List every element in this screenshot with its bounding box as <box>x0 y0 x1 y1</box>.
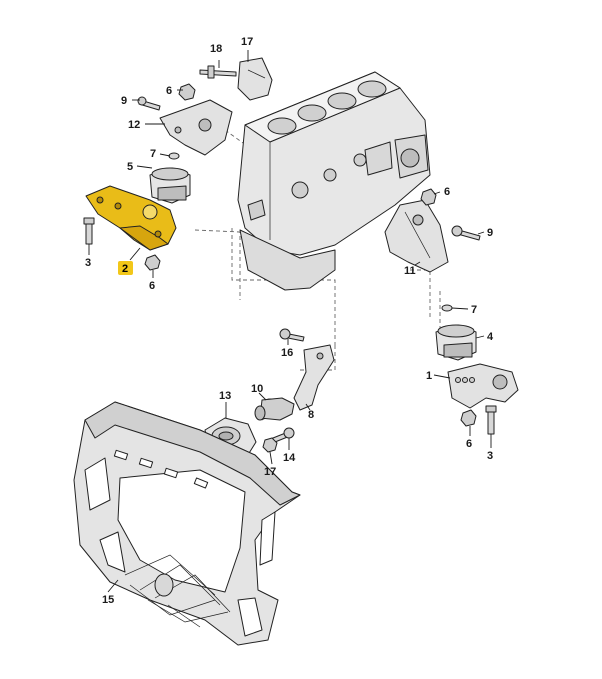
nut-17-bottom <box>262 437 278 453</box>
bracket-17-top <box>237 57 273 101</box>
callout-9-left: 9 <box>121 95 127 107</box>
callout-17-bottom: 17 <box>264 466 276 478</box>
engine-support-2-highlighted <box>85 185 177 251</box>
callout-6-top-left: 6 <box>166 85 172 97</box>
callout-6-bottom-left: 6 <box>149 280 155 292</box>
callout-7-left: 7 <box>150 148 156 160</box>
bracket-8 <box>293 344 335 411</box>
bracket-11 <box>384 199 449 273</box>
bracket-12 <box>159 99 233 156</box>
callout-16: 16 <box>281 347 293 359</box>
bolt-9-right <box>451 225 481 241</box>
callout-12: 12 <box>128 119 140 131</box>
leader-lines <box>88 50 492 593</box>
callout-2-highlight-bg <box>118 261 133 275</box>
engine-mount-4 <box>435 324 477 361</box>
callout-10: 10 <box>251 383 263 395</box>
callout-labels: 18 17 6 9 12 7 5 3 2 6 6 9 11 7 4 1 6 3 … <box>85 36 494 606</box>
bracket-1 <box>447 363 519 409</box>
callout-5: 5 <box>127 161 133 173</box>
callout-7-right: 7 <box>471 304 477 316</box>
engine-block <box>237 71 431 291</box>
washer-7-right <box>441 304 453 312</box>
callout-14: 14 <box>283 452 296 464</box>
callout-13: 13 <box>219 390 231 402</box>
bushing-10 <box>254 397 295 421</box>
engine-mount-5 <box>149 167 191 204</box>
washer-7-left <box>168 152 180 160</box>
nut-6-right <box>420 188 437 206</box>
callout-1: 1 <box>426 370 432 382</box>
callout-6-bottom-right: 6 <box>466 438 472 450</box>
callout-8: 8 <box>308 409 314 421</box>
front-carrier-15 <box>73 401 301 646</box>
nut-6-bottom-left <box>144 254 161 271</box>
nut-6-top-left <box>178 83 196 101</box>
callout-15: 15 <box>102 594 114 606</box>
nut-6-bottom-right <box>460 409 477 427</box>
bolt-3-left <box>83 217 95 245</box>
bolt-9-left <box>137 96 161 111</box>
bolt-18 <box>199 65 237 79</box>
callout-4: 4 <box>487 331 494 343</box>
callout-11: 11 <box>404 265 416 277</box>
bolt-3-right <box>485 405 497 435</box>
callout-9-right: 9 <box>487 227 493 239</box>
bolt-16 <box>279 328 305 342</box>
callout-17-top: 17 <box>241 36 253 48</box>
callout-6-right: 6 <box>444 186 450 198</box>
callout-2: 2 <box>122 263 128 275</box>
callout-18: 18 <box>210 43 222 55</box>
callout-3-right: 3 <box>487 450 493 462</box>
callout-3-left: 3 <box>85 257 91 269</box>
